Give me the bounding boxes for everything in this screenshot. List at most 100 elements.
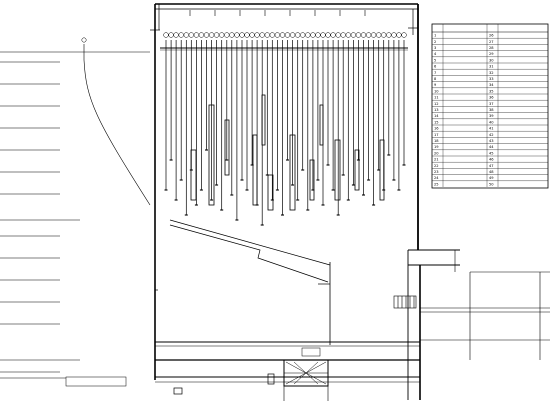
- gridiron: [160, 10, 408, 51]
- legend-number-cell: 27: [489, 40, 494, 44]
- hanging-pieces: [190, 94, 385, 211]
- legend-number-cell: 38: [489, 108, 494, 112]
- batten-number-marker: [279, 32, 286, 38]
- legend-number-cell: 26: [489, 34, 494, 38]
- legend-number-cell: 49: [489, 176, 494, 180]
- batten-number-marker: [325, 32, 331, 38]
- legend-number-cell: 39: [489, 114, 494, 118]
- legend-number-cell: 19: [434, 145, 439, 149]
- fly-tower-walls: [150, 3, 419, 250]
- batten-number-marker: [360, 32, 367, 38]
- legend-number-cell: 23: [434, 170, 439, 174]
- legend-number-cell: 11: [434, 96, 439, 100]
- legend-number-cell: 1: [434, 34, 436, 38]
- legend-number-cell: 25: [434, 182, 439, 186]
- legend-number-cell: 22: [434, 164, 439, 168]
- batten-number-marker: [178, 32, 184, 38]
- batten-number-marker: [229, 32, 235, 38]
- legend-number-cell: 43: [489, 139, 494, 143]
- batten-number-marker: [320, 32, 326, 38]
- batten-number-marker: [198, 32, 205, 38]
- batten-number-marker: [330, 32, 336, 38]
- batten-number-marker: [386, 32, 392, 38]
- batten-number-marker: [264, 32, 270, 38]
- batten-number-marker: [173, 32, 179, 38]
- stage-labels: [65, 347, 321, 387]
- legend-number-cell: 2: [434, 40, 436, 44]
- legend-number-cell: 7: [434, 71, 436, 75]
- legend-number-cell: 30: [489, 58, 494, 62]
- legend-number-cell: 37: [489, 102, 494, 106]
- batten-number-marker: [208, 32, 215, 38]
- batten-number-marker: [163, 32, 169, 38]
- batten-number-marker: [340, 32, 346, 38]
- batten-number-marker: [269, 32, 275, 38]
- batten-number-marker: [259, 32, 265, 38]
- batten-number-marker: [203, 32, 210, 38]
- batten-number-marker: [315, 32, 321, 38]
- batten-number-marker: [284, 32, 291, 38]
- batten-number-marker: [310, 32, 316, 38]
- stage-structure: [154, 219, 550, 400]
- legend-number-cell: 14: [434, 114, 439, 118]
- batten-number-marker: [350, 32, 357, 38]
- batten-number-marker: [391, 32, 397, 38]
- battens-group: [163, 32, 407, 226]
- legend-number-cell: 15: [434, 120, 439, 124]
- stair-structure: [393, 295, 417, 309]
- legend-number-cell: 3: [434, 46, 436, 50]
- legend-number-cell: 8: [434, 77, 437, 81]
- batten-number-marker: [244, 32, 250, 38]
- legend-number-cell: 10: [434, 89, 439, 93]
- batten-number-marker: [396, 32, 402, 38]
- legend-number-cell: 20: [434, 151, 439, 155]
- batten-number-marker: [376, 32, 382, 38]
- legend-number-cell: 50: [489, 182, 494, 186]
- batten-number-marker: [219, 32, 225, 38]
- stage-lift: [283, 359, 329, 401]
- batten-number-marker: [254, 32, 260, 38]
- batten-number-marker: [289, 32, 296, 38]
- legend-number-cell: 48: [489, 170, 494, 174]
- batten-number-marker: [300, 32, 306, 38]
- legend-number-cell: 16: [434, 127, 439, 131]
- legend-number-cell: 47: [489, 164, 494, 168]
- legend-number-cell: 40: [489, 120, 494, 124]
- batten-number-marker: [188, 32, 194, 38]
- legend-number-cell: 32: [489, 71, 494, 75]
- batten-number-marker: [234, 32, 240, 38]
- batten-number-marker: [213, 32, 220, 38]
- legend-number-cell: 33: [489, 77, 494, 81]
- legend-number-cell: 13: [434, 108, 439, 112]
- legend-number-cell: 28: [489, 46, 494, 50]
- legend-number-cell: 34: [489, 83, 494, 87]
- batten-number-marker: [381, 32, 387, 38]
- legend-number-cell: 31: [489, 65, 494, 69]
- legend-number-cell: 45: [489, 151, 494, 155]
- legend-number-cell: 24: [434, 176, 439, 180]
- catenary-line: [83, 44, 151, 206]
- level-reference-lines: [0, 51, 80, 379]
- batten-number-marker: [345, 32, 351, 38]
- legend-number-cell: 29: [489, 52, 494, 56]
- batten-number-marker: [274, 32, 281, 38]
- legend-number-cell: 42: [489, 133, 494, 137]
- batten-number-marker: [193, 32, 200, 38]
- legend-number-cell: 17: [434, 133, 439, 137]
- batten-number-marker: [365, 32, 372, 38]
- legend-number-cell: 35: [489, 89, 494, 93]
- batten-number-marker: [370, 32, 377, 38]
- legend-number-cell: 5: [434, 58, 436, 62]
- batten-number-marker: [295, 32, 301, 38]
- batten-number-marker: [401, 32, 407, 38]
- legend-number-cell: 41: [489, 127, 494, 131]
- legend-number-cell: 9: [434, 83, 437, 87]
- batten-number-marker: [355, 32, 362, 38]
- legend-number-cell: 36: [489, 96, 494, 100]
- batten-number-marker: [183, 32, 189, 38]
- legend-number-cell: 4: [434, 52, 437, 56]
- batten-number-marker: [335, 32, 341, 38]
- batten-number-marker: [168, 32, 174, 38]
